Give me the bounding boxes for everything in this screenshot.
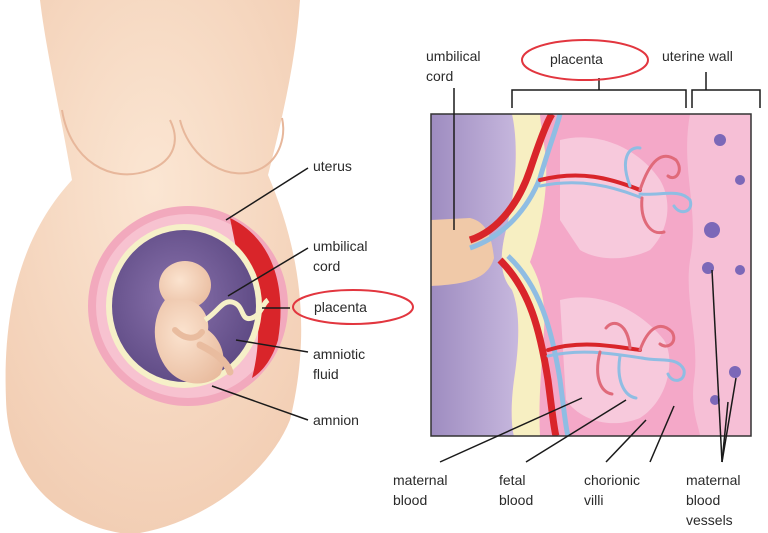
placenta-detail-panel <box>431 114 751 436</box>
label-umbilical-cord-right: umbilical cord <box>426 46 480 86</box>
label-uterine-wall: uterine wall <box>662 46 733 66</box>
label-umbilical-cord-left: umbilical cord <box>313 236 367 276</box>
label-chorionic-villi: chorionic villi <box>584 470 640 510</box>
label-uterus: uterus <box>313 156 352 176</box>
label-maternal-blood-vessels: maternal blood vessels <box>686 470 740 530</box>
label-fetal-blood: fetal blood <box>499 470 533 510</box>
label-amnion: amnion <box>313 410 359 430</box>
label-maternal-blood: maternal blood <box>393 470 447 510</box>
label-placenta-right: placenta <box>550 49 603 69</box>
label-placenta-left: placenta <box>314 297 367 317</box>
label-amniotic-fluid: amniotic fluid <box>313 344 365 384</box>
